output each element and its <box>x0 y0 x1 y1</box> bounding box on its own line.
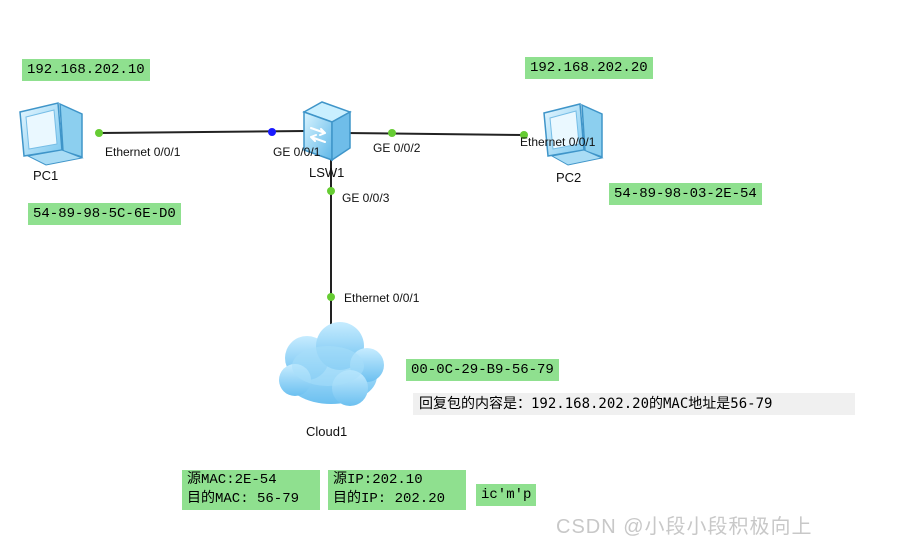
src-mac-text: 源MAC:2E-54 <box>187 472 277 488</box>
protocol-note: ic'm'p <box>476 484 537 506</box>
cloud1-port-label: Ethernet 0/0/1 <box>344 291 420 305</box>
link-lsw1-pc2 <box>344 132 525 136</box>
pc1-label: PC1 <box>33 168 59 183</box>
lsw1-label: LSW1 <box>309 165 345 180</box>
ip-header-note: 源IP:202.10 目的IP: 202.20 <box>328 470 466 510</box>
lsw1-ge003-label: GE 0/0/3 <box>342 191 390 205</box>
mac-header-note: 源MAC:2E-54 目的MAC: 56-79 <box>182 470 320 510</box>
pc1-icon[interactable] <box>19 102 84 166</box>
dst-mac-text: 目的MAC: 56-79 <box>187 491 300 507</box>
dst-ip-text: 目的IP: 202.20 <box>333 491 446 507</box>
port-dot-lsw1-ge003 <box>327 187 335 195</box>
pc1-mac-label: 54-89-98-5C-6E-D0 <box>28 203 181 225</box>
lsw1-ge002-label: GE 0/0/2 <box>373 141 421 155</box>
port-dot-pc1 <box>95 129 103 137</box>
cloud1-mac-label: 00-0C-29-B9-56-79 <box>406 359 559 381</box>
watermark: CSDN @小段小段积极向上 <box>556 516 813 538</box>
port-dot-pc2 <box>520 131 528 139</box>
reply-note: 回复包的内容是：192.168.202.20的MAC地址是56-79 <box>413 393 855 415</box>
pc2-mac-label: 54-89-98-03-2E-54 <box>609 183 762 205</box>
pc2-icon[interactable] <box>543 103 604 166</box>
pc2-ip-label: 192.168.202.20 <box>525 57 653 79</box>
cloud1-icon[interactable] <box>279 322 384 406</box>
cloud1-label: Cloud1 <box>306 424 348 439</box>
pc1-ip-label: 192.168.202.10 <box>22 59 150 81</box>
lsw1-ge001-label: GE 0/0/1 <box>273 145 321 159</box>
pc1-port-label: Ethernet 0/0/1 <box>105 145 181 159</box>
port-dot-lsw1-ge001 <box>268 128 276 136</box>
port-dot-lsw1-ge002 <box>388 129 396 137</box>
pc2-port-label: Ethernet 0/0/1 <box>520 135 596 149</box>
port-dot-cloud1 <box>327 293 335 301</box>
src-ip-text: 源IP:202.10 <box>333 472 423 488</box>
pc2-label: PC2 <box>556 170 582 185</box>
lsw1-switch-icon[interactable] <box>302 101 352 162</box>
